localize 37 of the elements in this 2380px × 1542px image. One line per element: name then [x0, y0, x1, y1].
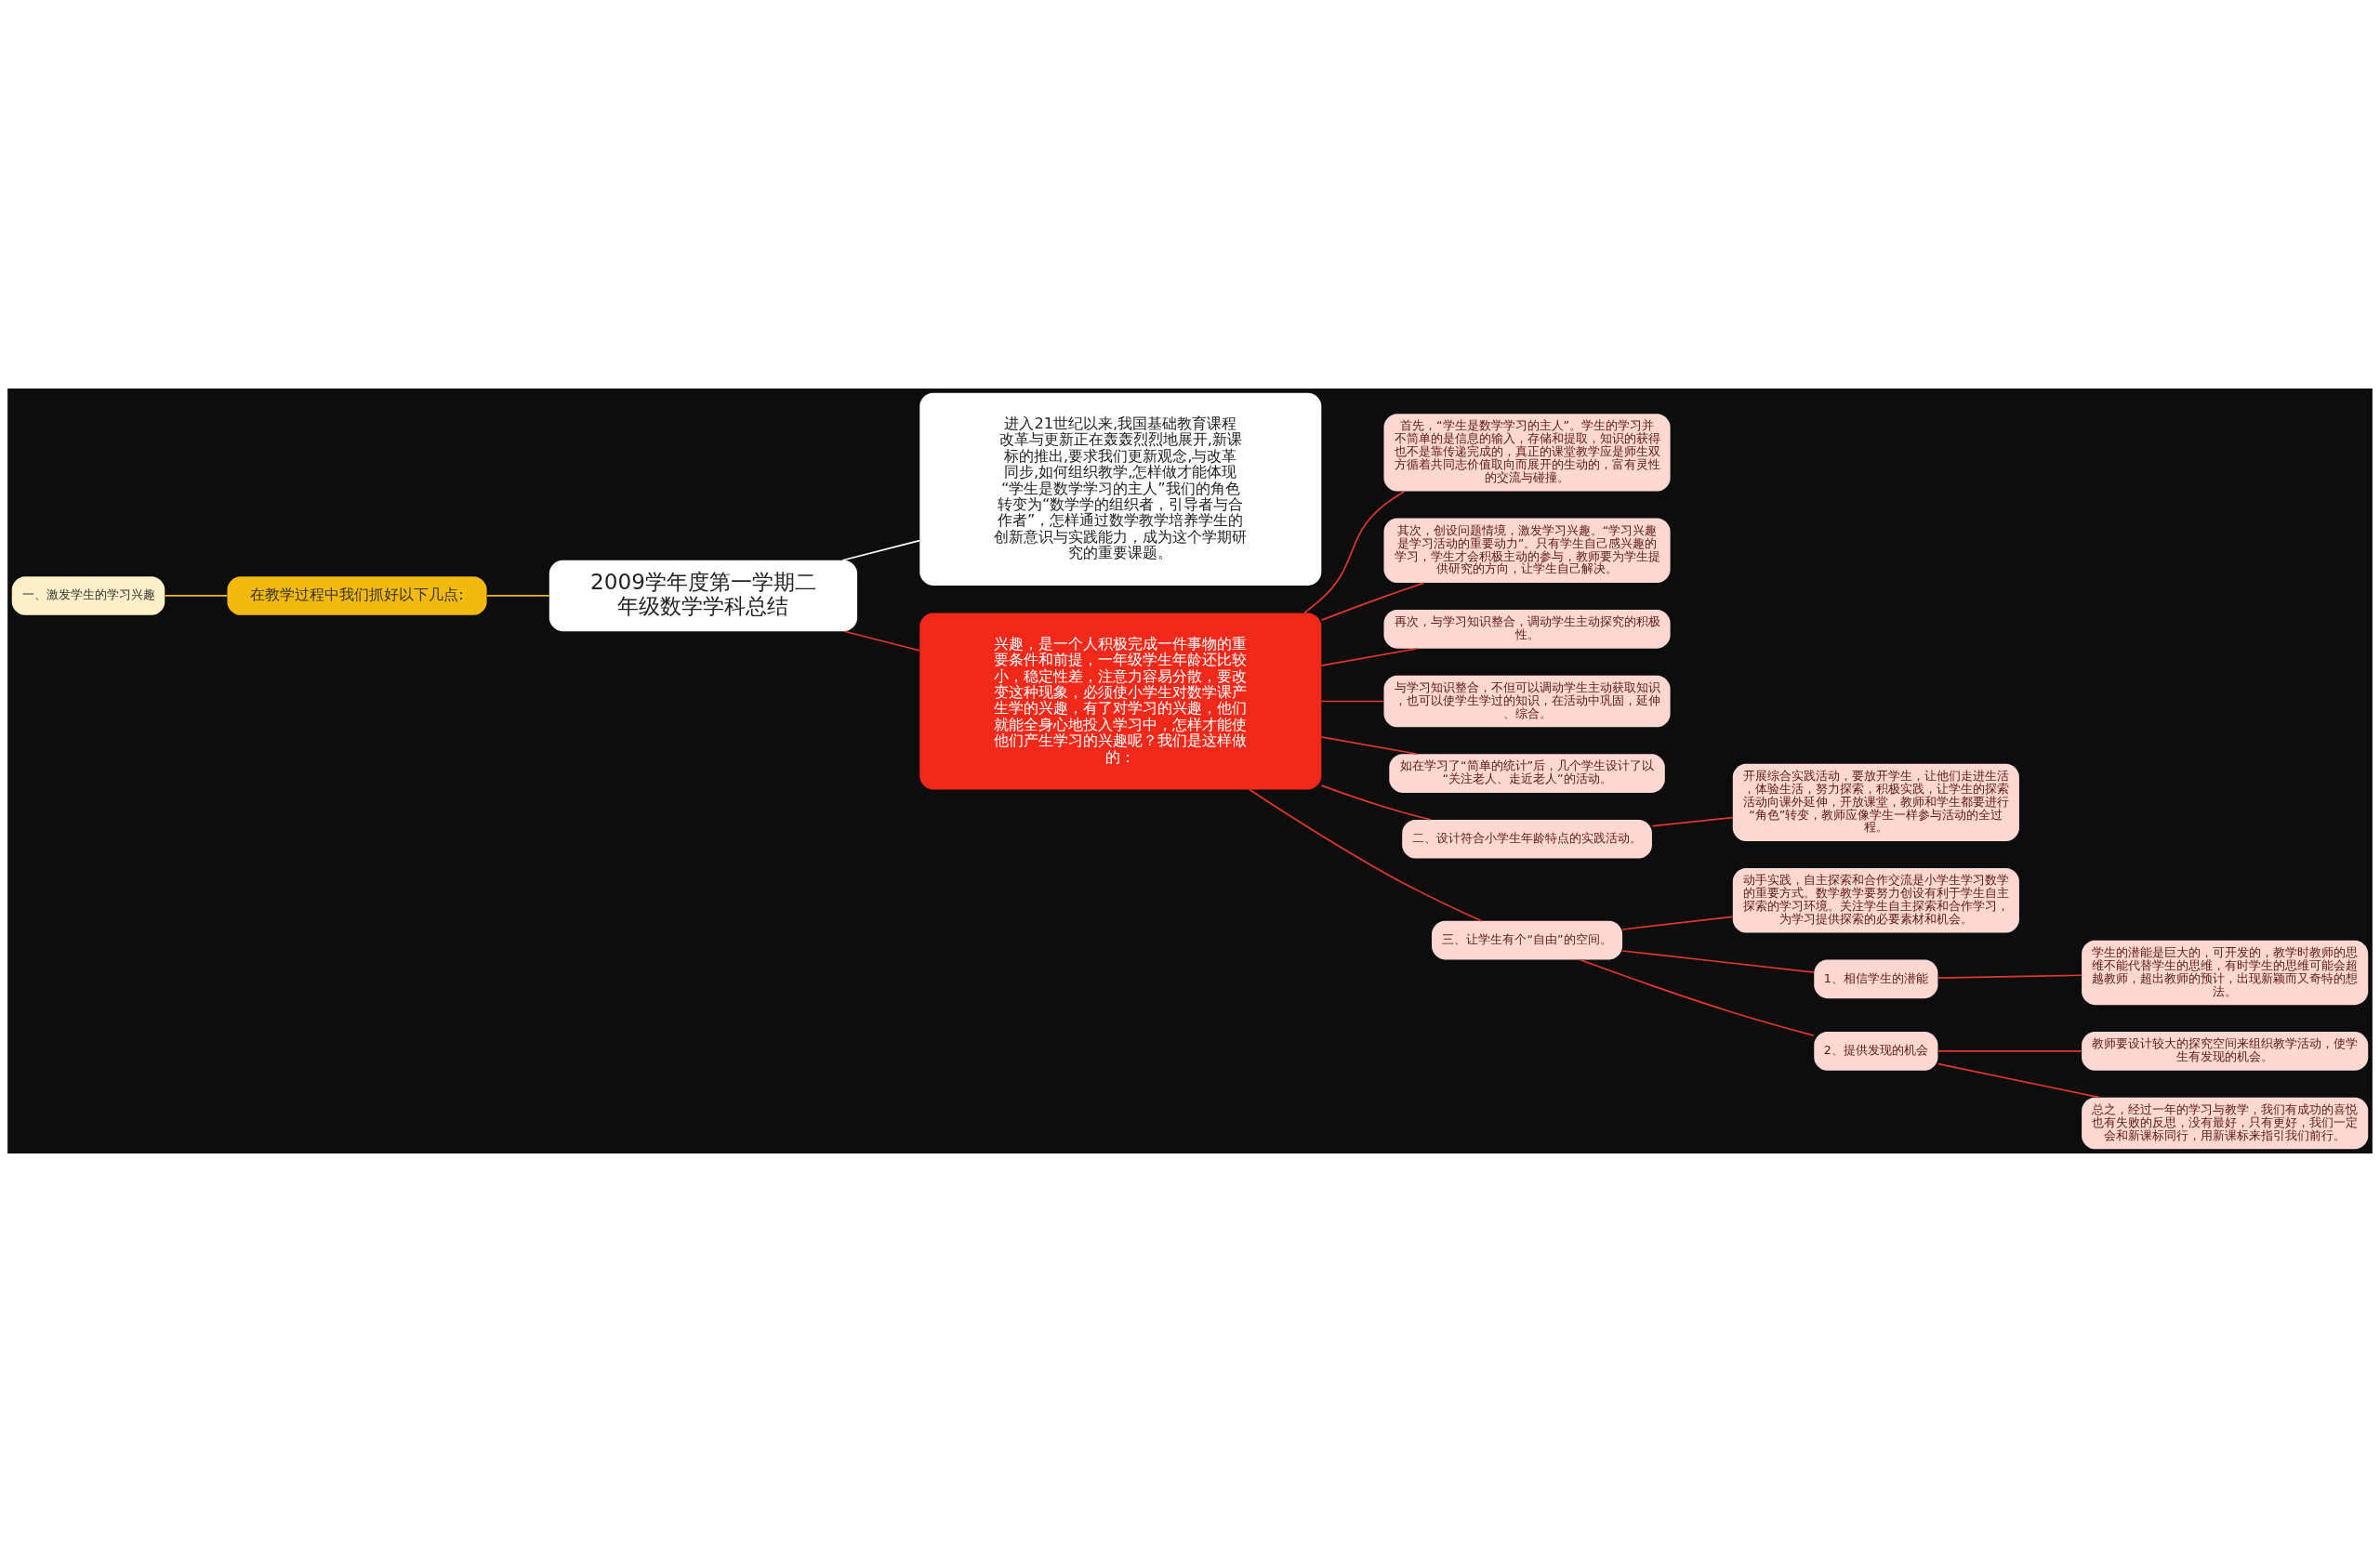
connector: [1579, 958, 1815, 1036]
connector: [1621, 916, 1734, 930]
connector: [486, 595, 550, 597]
connector: [1937, 974, 2082, 979]
node-box: 2009学年度第一学期二年级数学学科总结: [549, 560, 858, 632]
connector: [1937, 1050, 2082, 1052]
connector: [1303, 490, 1406, 614]
connector: [1937, 1062, 2100, 1099]
node-box: 教师要设计较大的探究空间来组织教学活动，使学生有发现的机会。: [2082, 1032, 2369, 1071]
node-box: 与学习知识整合，不但可以调动学生主动获取知识，也可以使学生学过的知识，在活动中巩固，延伸、综合。: [1383, 675, 1671, 728]
node-box: 如在学习了“简单的统计”后，几个学生设计了以“关注老人、走近老人”的活动。: [1389, 754, 1665, 793]
connector: [1651, 816, 1734, 827]
connector: [1320, 784, 1432, 821]
node-box: 动手实践，自主探索和合作交流是小学生学习数学的重要方式。数学教学要努力创设有利于学生自主探索的学习环境。关注学生自主探索和合作学习，为学习提供探索的必要素材和机会。: [1732, 868, 2019, 933]
connector: [841, 539, 920, 561]
node-box: 二、设计符合小学生年龄特点的实践活动。: [1402, 819, 1652, 859]
node-box: 在教学过程中我们抓好以下几点:: [227, 576, 487, 615]
connector: [1320, 736, 1419, 756]
node-box: 首先，“学生是数学学习的主人”。学生的学习并不简单的是信息的输入，存储和提取，知识的获得也不是靠传递完成的，真正的课堂教学应是师生双方循着共同志价值取向而展开的生动的，富有灵性的交流与碰撞。: [1383, 414, 1671, 492]
node-box: 2、提供发现的机会: [1814, 1032, 1938, 1071]
node-box: 兴趣，是一个人积极完成一件事物的重要条件和前提，一年级学生年龄还比较小，稳定性差，注意力容易分散，要改变这种现象，必须使小学生对数学课产生学的兴趣，有了对学习的兴趣，他们就能全身心地投入学习中，怎样才能使他们产生学习的兴趣呢？我们是这样做的：: [919, 613, 1322, 790]
node-box: 1、相信学生的潜能: [1814, 959, 1938, 999]
connector: [1249, 788, 1483, 922]
node-box: 其次，创设问题情境，激发学习兴趣。“学习兴趣是学习活动的重要动力”。只有学生自己感兴趣的学习，学生才会积极主动的参与，教师要为学生提供研究的方向，让学生自己解决。: [1383, 518, 1671, 584]
connector: [164, 595, 229, 597]
connector: [1320, 700, 1385, 703]
node-box: 三、让学生有个“自由”的空间。: [1432, 920, 1623, 960]
connector: [1320, 647, 1419, 666]
connector: [843, 630, 921, 652]
connector: [1621, 950, 1815, 973]
node-box: 进入21世纪以来,我国基础教育课程改革与更新正在轰轰烈烈地展开,新课标的推出,要求我们更新观念,与改革同步,如何组织教学,怎样做才能体现“学生是数学学习的主人”我们的角色转变为“数学学的组织者，引导者与合作者”，怎样通过数学教学培养学生的创新意识与实践能力，成为这个学期研究的重要课题。: [919, 392, 1322, 586]
node-box: 一、激发学生的学习兴趣: [11, 576, 165, 615]
node-box: 开展综合实践活动，要放开学生，让他们走进生活，体验生活，努力探索，积极实践，让学生的探索活动向课外延伸，开放课堂，教师和学生都要进行“角色”转变，教师应像学生一样参与活动的全过程。: [1732, 763, 2019, 842]
node-box: 总之，经过一年的学习与教学，我们有成功的喜悦也有失败的反思，没有最好，只有更好，我们一定会和新课标同行，用新课标来指引我们前行。: [2082, 1097, 2369, 1150]
node-box: 再次，与学习知识整合，调动学生主动探究的积极性。: [1383, 610, 1671, 649]
connector: [1320, 582, 1425, 622]
node-box: 学生的潜能是巨大的，可开发的，教学时教师的思维不能代替学生的思维，有时学生的思维可能会超越教师，超出教师的预计，出现新颖而又奇特的想法。: [2082, 940, 2369, 1006]
